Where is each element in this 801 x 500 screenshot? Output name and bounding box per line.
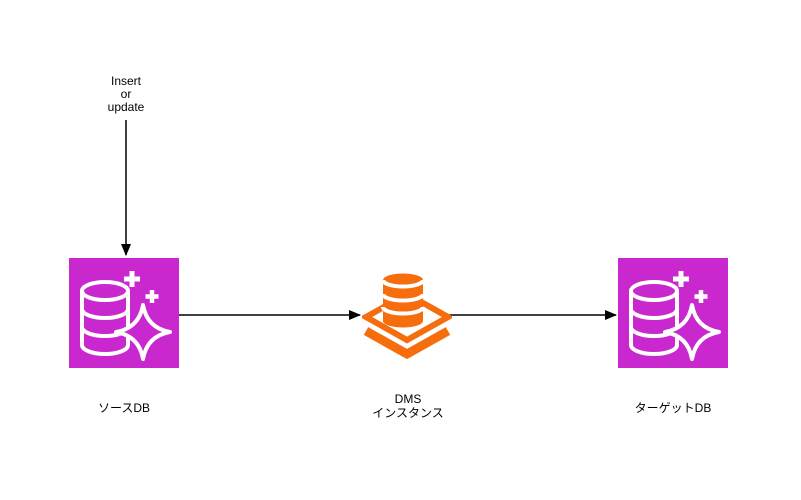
sparkle-database-icon — [80, 271, 172, 361]
annotation-line-3: update — [107, 100, 145, 114]
target-db-label: ターゲットDB — [634, 401, 712, 415]
source-db-node — [69, 258, 179, 368]
dms-label: DMS インスタンス — [372, 392, 444, 420]
dms-migration-icon — [362, 273, 452, 360]
insert-or-update-annotation: Insert or update — [108, 75, 145, 114]
source-db-label: ソースDB — [97, 401, 151, 415]
dms-node — [362, 270, 452, 360]
annotation-line-1: Insert — [110, 74, 142, 88]
target-db-node — [618, 258, 728, 368]
annotation-line-2: or — [120, 87, 132, 101]
sparkle-database-icon — [629, 271, 721, 361]
dms-label-line-1: DMS — [394, 392, 422, 406]
dms-label-line-2: インスタンス — [372, 406, 444, 420]
